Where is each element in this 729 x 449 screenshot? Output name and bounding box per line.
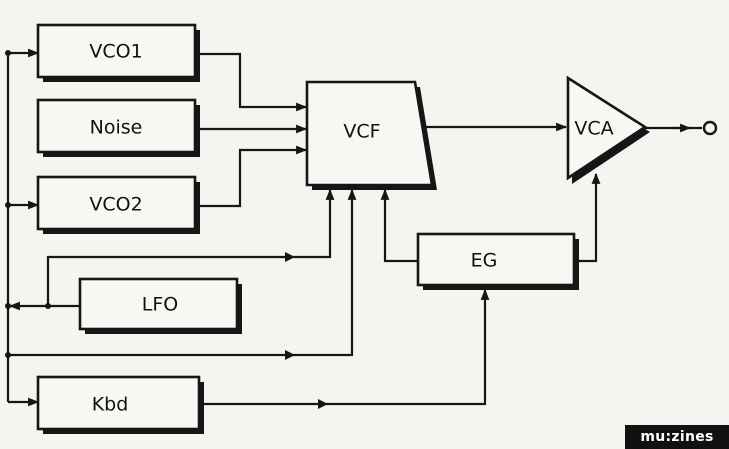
lfo-block: LFO xyxy=(78,277,242,334)
lfo-label: LFO xyxy=(142,294,178,316)
arrow-icon xyxy=(285,350,295,360)
vco1-block: VCO1 xyxy=(36,23,200,82)
kbd-label: Kbd xyxy=(92,394,129,416)
eg-label: EG xyxy=(471,250,498,272)
arrow-icon xyxy=(318,399,328,409)
vca-block: VCA xyxy=(566,75,650,184)
eg-block: EG xyxy=(416,232,579,290)
vco2-block: VCO2 xyxy=(36,175,200,234)
noise-block: Noise xyxy=(36,98,200,157)
output-jack-icon xyxy=(702,120,718,136)
arrow-icon xyxy=(285,252,295,262)
vcf-label: VCF xyxy=(343,121,380,143)
vcf-block: VCF xyxy=(305,80,437,190)
noise-label: Noise xyxy=(90,117,143,139)
vca-label: VCA xyxy=(574,118,613,140)
kbd-block: Kbd xyxy=(36,375,204,434)
muzines-watermark: mu:zines xyxy=(625,425,729,449)
signal-wires xyxy=(5,48,718,409)
vco1-label: VCO1 xyxy=(89,41,142,63)
vco2-label: VCO2 xyxy=(89,194,142,216)
